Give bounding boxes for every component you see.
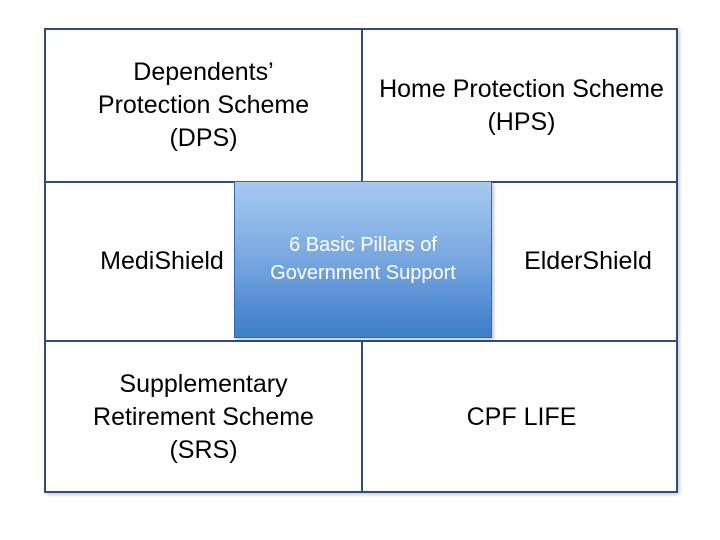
center-title-box: 6 Basic Pillars of Government Support: [234, 181, 492, 338]
pillar-cell-home-protection-scheme: Home Protection Scheme (HPS): [379, 74, 664, 136]
grid-divider-vertical-bottom: [361, 340, 363, 493]
pillar-cell-medishield: MediShield: [100, 247, 224, 275]
pillars-grid: Dependents’ Protection Scheme (DPS) Home…: [44, 28, 678, 493]
pillar-cell-supplementary-retirement-scheme: Supplementary Retirement Scheme (SRS): [93, 370, 314, 464]
pillar-cell-dependents-protection-scheme: Dependents’ Protection Scheme (DPS): [97, 58, 310, 152]
grid-divider-vertical-top: [361, 30, 363, 181]
pillar-cell-cpf-life: CPF LIFE: [466, 403, 577, 431]
pillar-cell-eldershield: ElderShield: [524, 247, 652, 275]
